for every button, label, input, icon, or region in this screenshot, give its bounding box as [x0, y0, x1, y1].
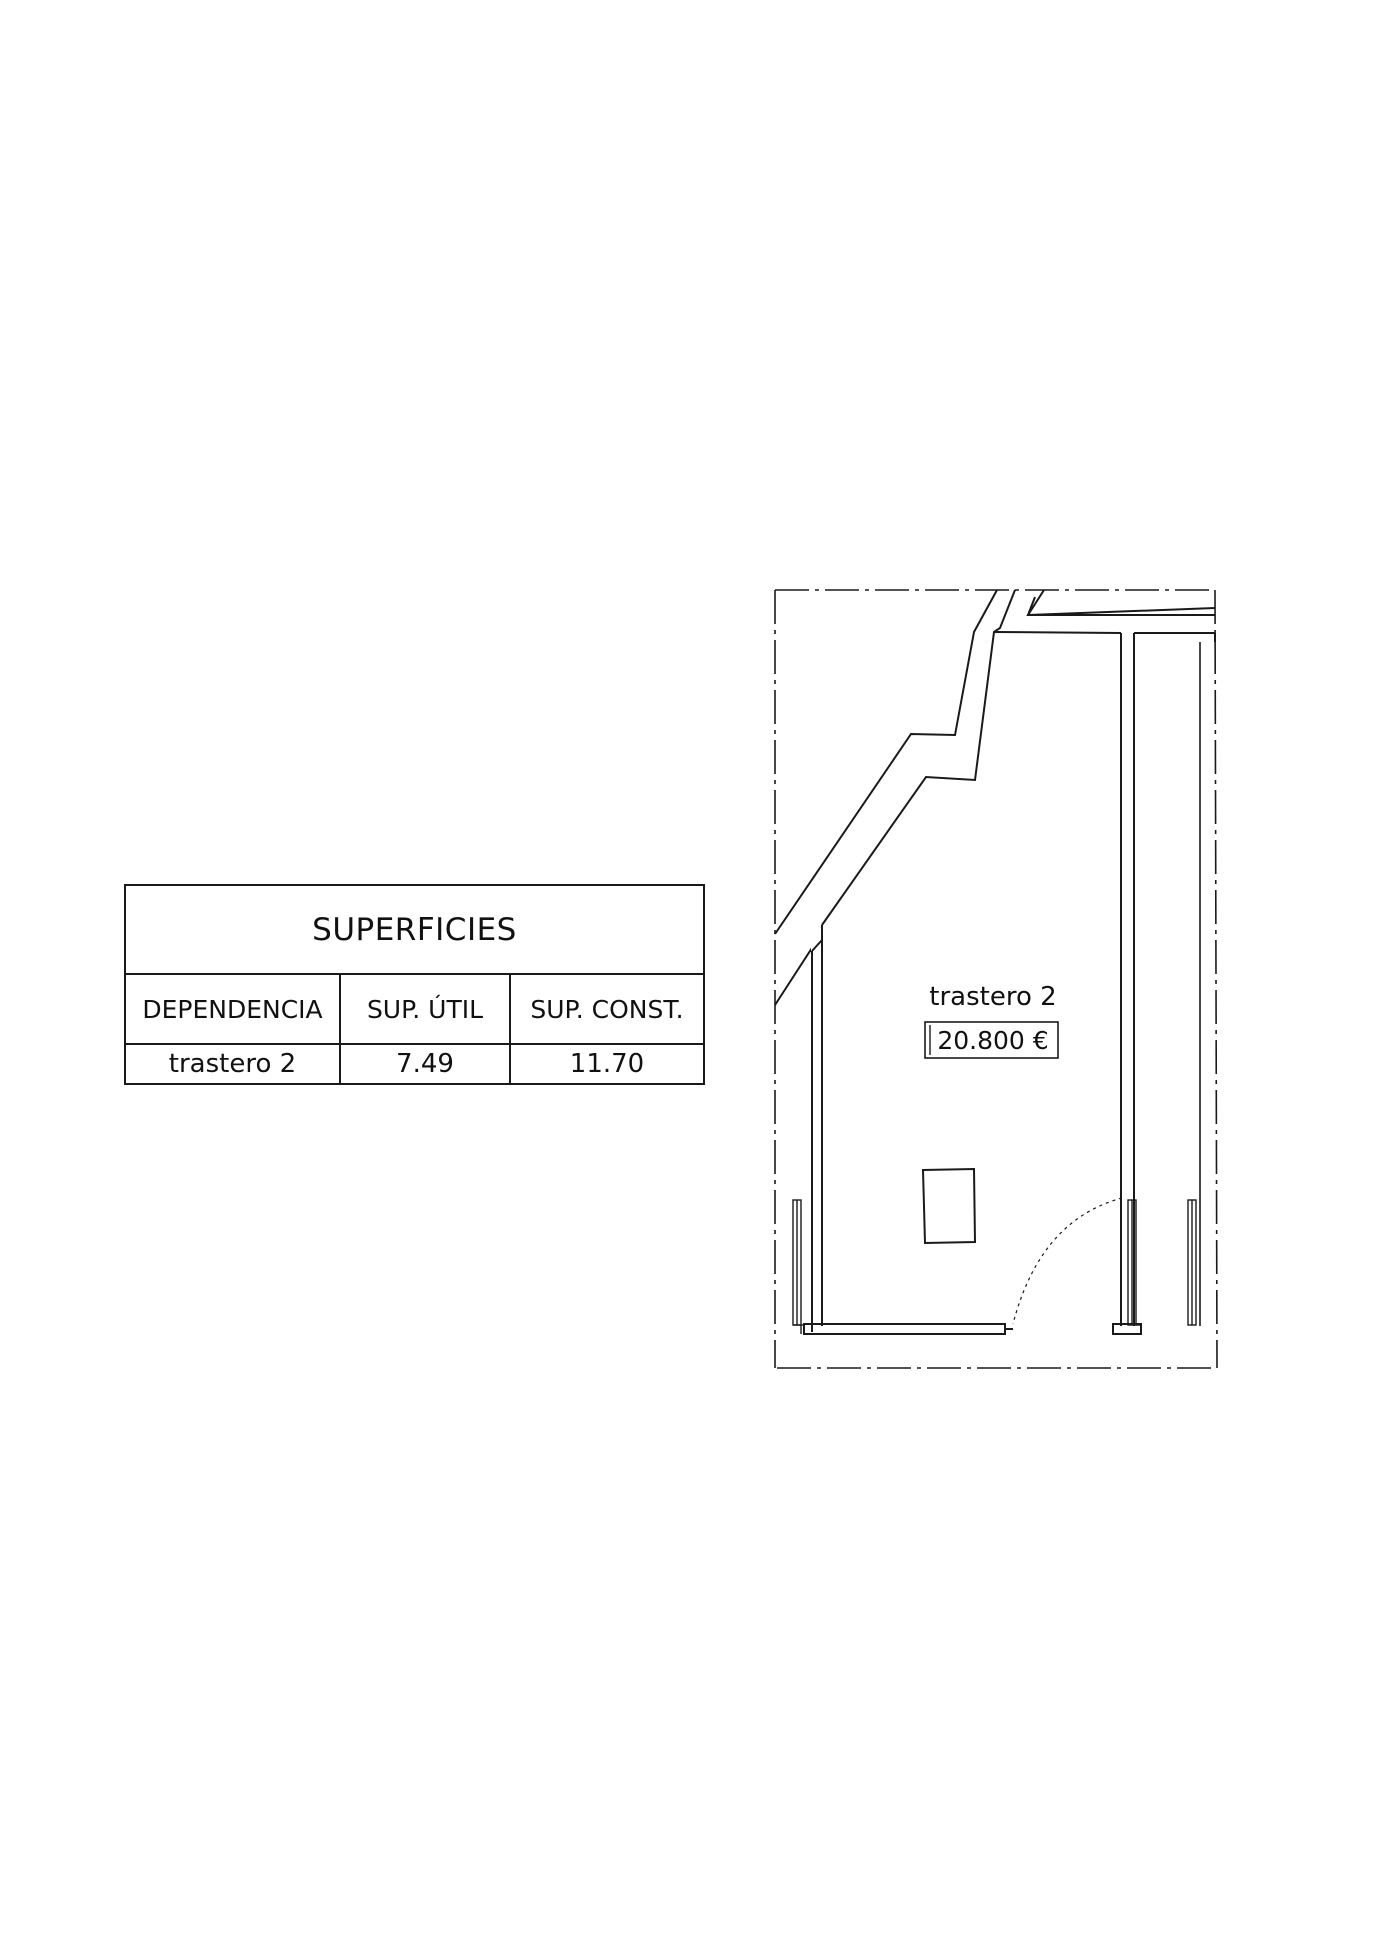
column-header-sup-const: SUP. CONST. — [509, 973, 705, 1045]
right-wall — [993, 631, 1216, 1326]
top-wall — [1026, 589, 1216, 616]
table-row: trastero 2 7.49 11.70 — [124, 1043, 705, 1085]
right-pillars — [1127, 1199, 1197, 1334]
column-header-sup-util: SUP. ÚTIL — [339, 973, 511, 1045]
surfaces-table: SUPERFICIES DEPENDENCIA SUP. ÚTIL SUP. C… — [124, 884, 705, 1085]
diagonal-wall-outer — [774, 589, 998, 935]
column-header-dependencia: DEPENDENCIA — [124, 973, 341, 1045]
price-box — [924, 1021, 1059, 1059]
room-label: trastero 2 — [929, 982, 1056, 1012]
diagonal-wall-lower — [774, 947, 811, 1006]
cell-sup-const: 11.70 — [509, 1043, 705, 1085]
cell-sup-util: 7.49 — [339, 1043, 511, 1085]
bottom-wall — [803, 1323, 1142, 1335]
surfaces-title: SUPERFICIES — [124, 884, 705, 975]
diagonal-wall-inner — [821, 589, 1016, 926]
fixture-box — [921, 1167, 977, 1245]
plot-boundary — [774, 589, 1218, 1369]
left-pillar — [792, 1199, 804, 1334]
door-swing-arc — [1012, 1197, 1123, 1325]
floor-plan-drawing: trastero 2 20.800 € — [774, 589, 1218, 1369]
cell-dependencia: trastero 2 — [124, 1043, 341, 1085]
floor-plan: trastero 2 20.800 € — [760, 580, 1220, 1380]
price-label: 20.800 € — [937, 1026, 1048, 1055]
left-wall — [811, 925, 823, 1332]
